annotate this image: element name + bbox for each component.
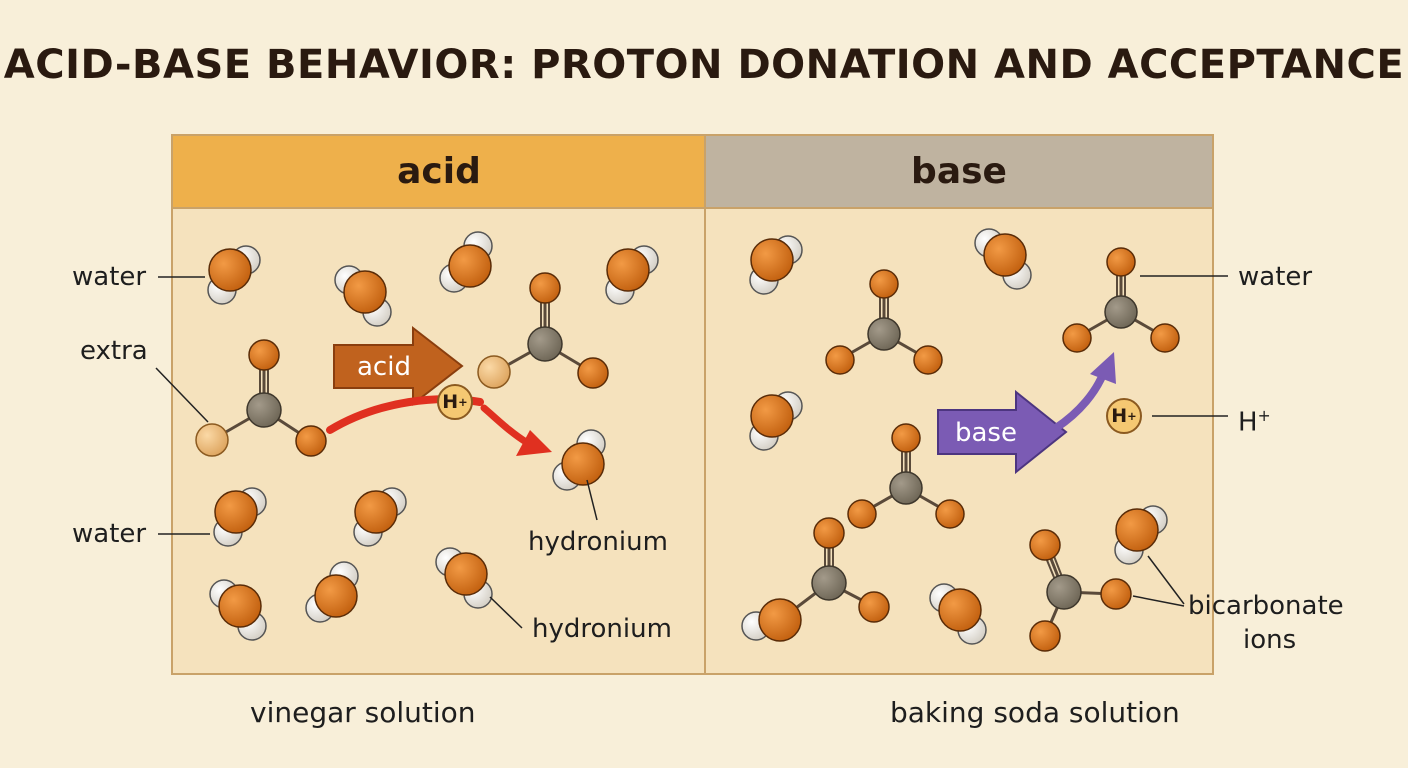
acetic-acid-molecule [195,339,327,457]
label-h-plus: H+ [1238,401,1271,438]
base-molecules [741,228,1181,652]
base-curve-arrow [1052,368,1108,432]
label-hydronium-2: hydronium [532,614,672,644]
h-plus-symbol: H [1238,407,1258,438]
water-molecule [207,245,261,305]
water-molecule [439,231,493,293]
proton-charge: + [458,395,468,409]
water-molecule [605,245,659,305]
water-molecule [305,561,359,623]
base-panel-header: base [706,136,1212,209]
hydronium-molecule [552,429,606,491]
base-proton-charge: + [1127,409,1137,423]
label-water: water [1238,262,1313,292]
bicarbonate-molecule [741,517,890,642]
base-arrow [937,389,1068,475]
hydronium-molecule [435,547,493,609]
water-molecule [1114,505,1168,565]
base-arrow-label: base [955,418,1017,448]
bicarbonate-molecule [1029,529,1132,652]
label-bicarbonate-line2: ions [1243,625,1297,655]
leader-line [155,367,209,423]
label-extra: extra [80,336,148,366]
base-proton-h-plus: H+ [1106,398,1142,434]
acid-molecules [195,231,659,641]
label-hydronium-1: hydronium [528,527,668,557]
base-proton-symbol: H [1111,405,1128,427]
base-caption: baking soda solution [890,696,1180,729]
page-title: ACID-BASE BEHAVIOR: PROTON DONATION AND … [3,42,1405,88]
label-water-bottom: water [72,519,147,549]
leader-line [586,479,598,521]
water-molecule [353,487,407,547]
proton-h-plus: H+ [437,384,473,420]
proton-symbol: H [442,391,459,413]
leader-line [1132,595,1185,607]
water-molecule [334,265,392,327]
water-molecule [749,235,803,295]
acid-arrow [333,325,464,407]
acid-arrow-label: acid [357,352,411,382]
label-water-top: water [72,262,147,292]
label-bicarbonate-line1: bicarbonate [1188,591,1344,621]
leader-line [1147,555,1185,605]
water-molecule [929,583,987,645]
base-curve-arrowhead [1090,352,1116,384]
water-molecule [749,391,803,451]
water-target-molecule [1061,246,1181,354]
acetate-molecule [477,272,609,389]
water-molecule [213,487,267,547]
proton-to-water-arrow [480,404,530,446]
water-molecule [974,228,1032,290]
proton-to-water-arrowhead [516,430,552,456]
h-plus-charge: + [1257,407,1271,425]
acid-panel-header: acid [173,136,705,209]
acid-caption: vinegar solution [250,696,476,729]
leader-line [489,596,523,629]
carbonate-molecule [824,268,944,376]
water-molecule [209,579,267,641]
